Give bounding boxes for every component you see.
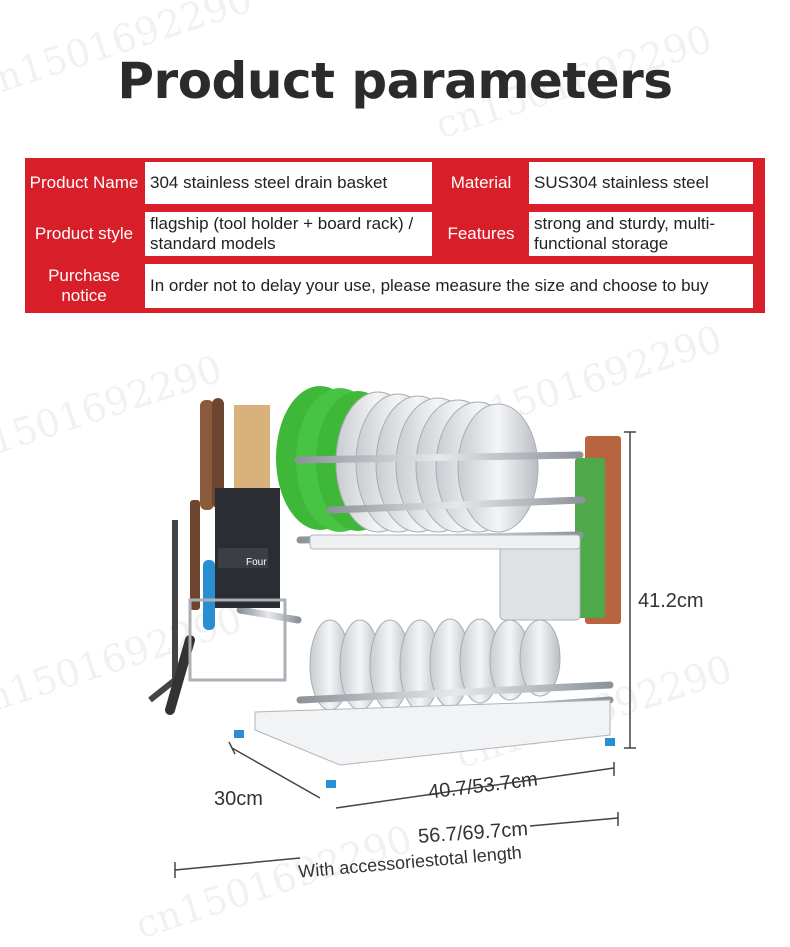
dimension-lines xyxy=(174,431,636,878)
utensil-holder xyxy=(148,398,287,715)
product-style-value: flagship (tool holder + board rack) / st… xyxy=(145,212,432,256)
rack-foot xyxy=(326,780,336,788)
material-value: SUS304 stainless steel xyxy=(529,162,753,204)
dish-rack-illustration: Four xyxy=(148,386,636,878)
height-dimension: 41.2cm xyxy=(638,590,704,612)
features-value: strong and sturdy, multi-functional stor… xyxy=(529,212,753,256)
features-label: Features xyxy=(447,224,515,243)
rack-foot xyxy=(605,738,615,746)
product-name-value: 304 stainless steel drain basket xyxy=(145,162,432,204)
rack-foot xyxy=(234,730,244,738)
parameter-table: Product Name 304 stainless steel drain b… xyxy=(25,158,765,313)
box-label: Four xyxy=(246,557,267,568)
purchase-notice-label: Purchase notice xyxy=(48,266,120,305)
purchase-notice-value: In order not to delay your use, please m… xyxy=(145,264,753,308)
drip-tray xyxy=(254,699,611,766)
page-title: Product parameters xyxy=(117,52,673,110)
material-label: Material xyxy=(450,173,512,192)
product-style-label: Product style xyxy=(34,224,134,243)
product-name-label: Product Name xyxy=(29,173,139,192)
depth-dimension: 30cm xyxy=(214,788,263,810)
product-image: Four xyxy=(0,330,790,936)
